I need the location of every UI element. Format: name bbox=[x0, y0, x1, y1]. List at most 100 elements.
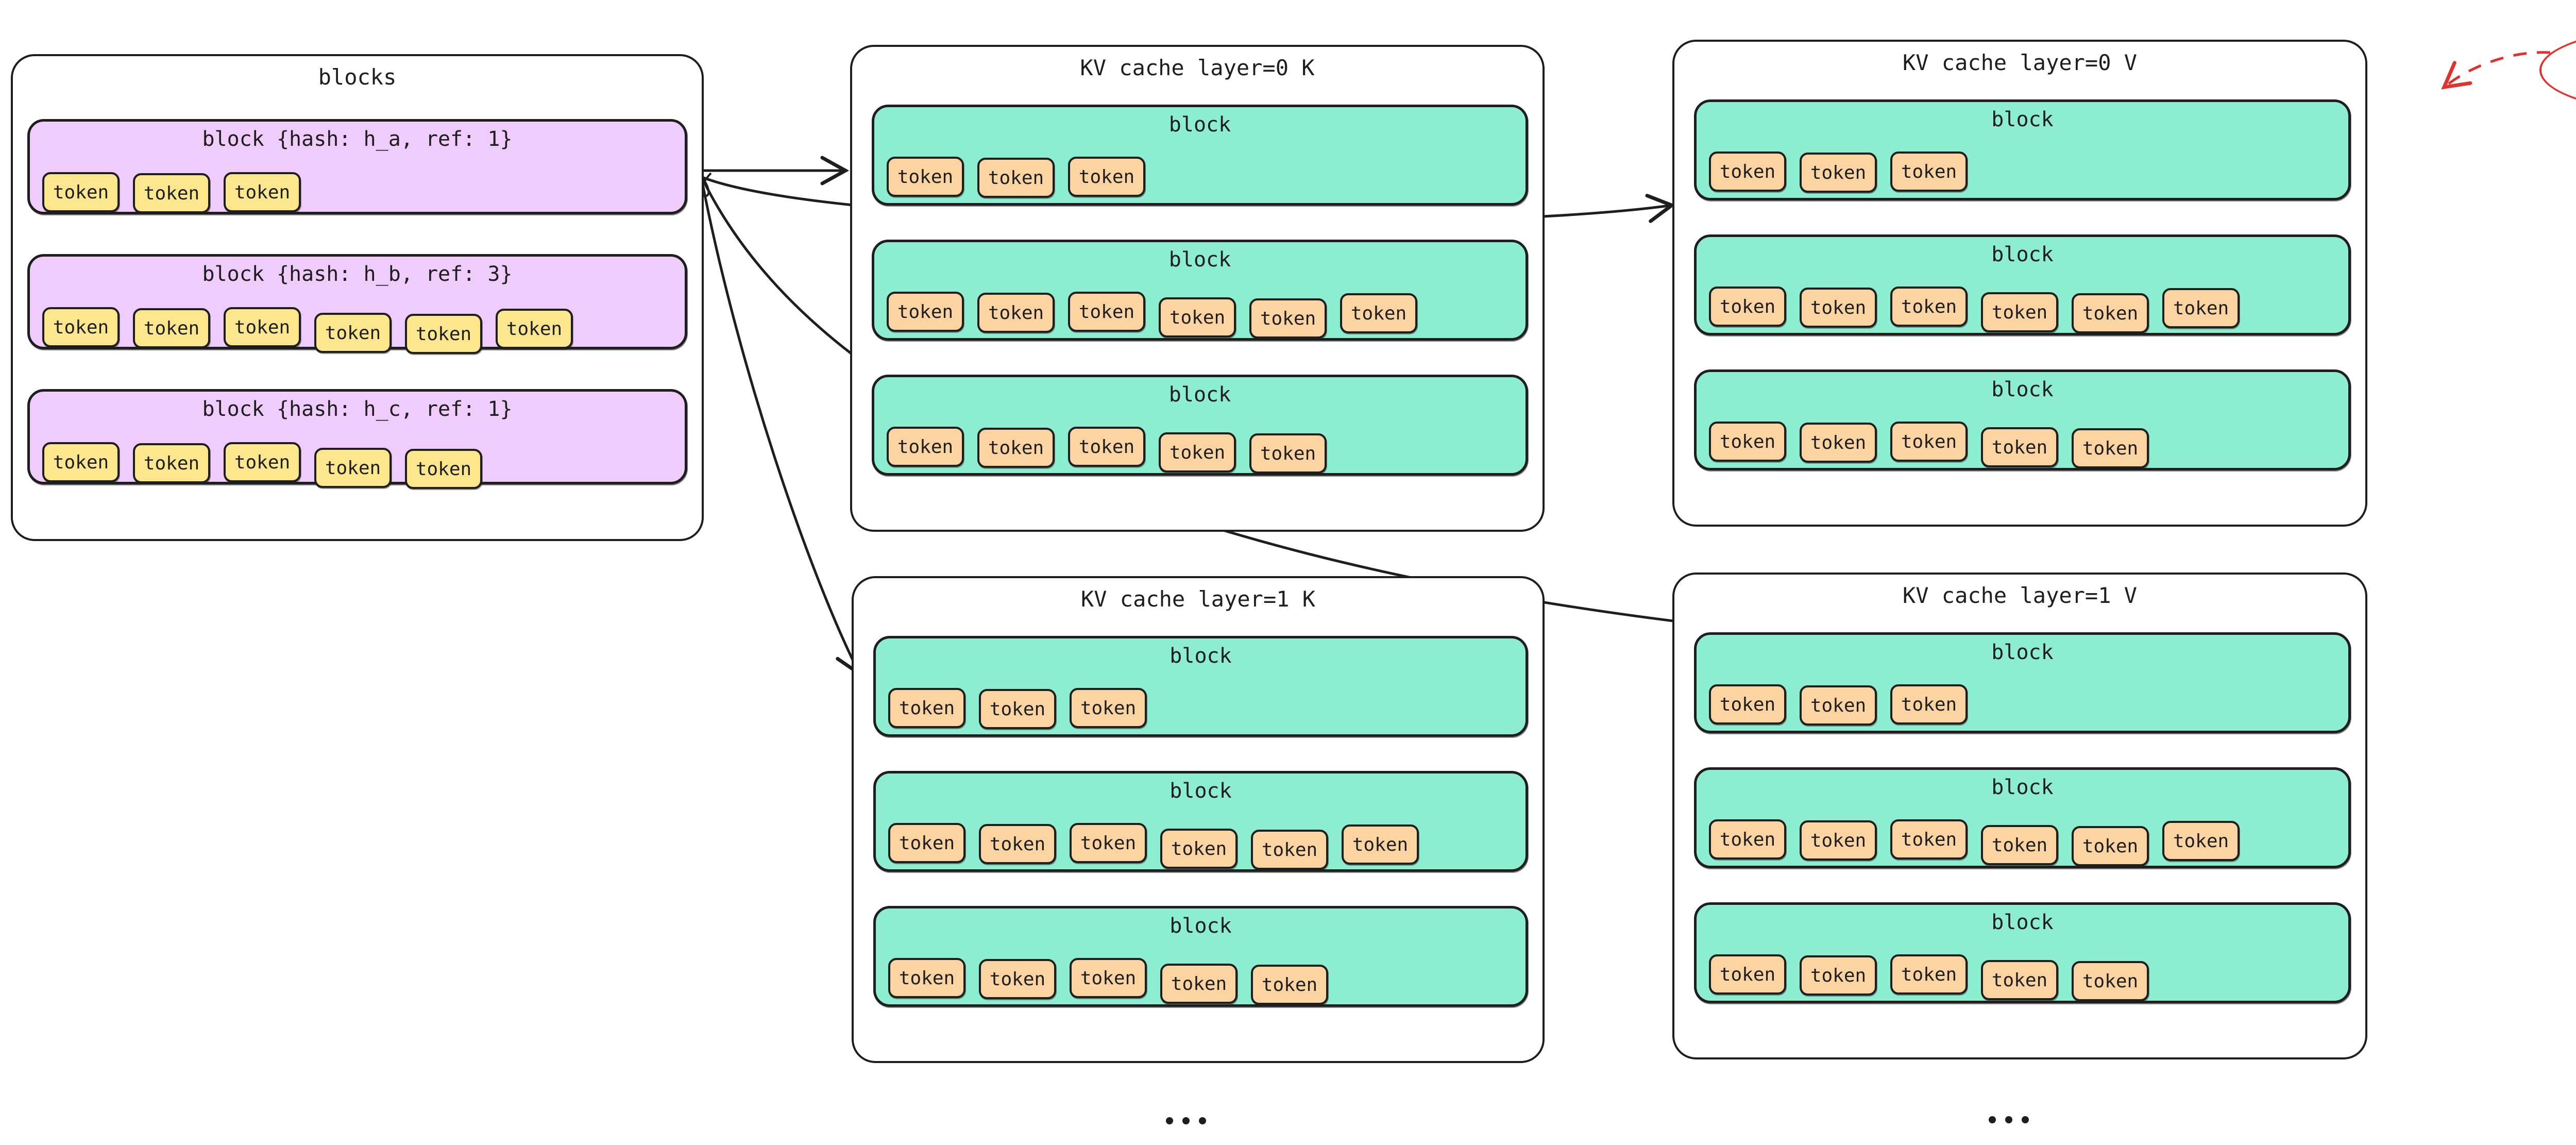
token-chip: token bbox=[1890, 287, 1968, 327]
token-row: token token token bbox=[887, 157, 1145, 198]
token-chip: token bbox=[888, 688, 965, 728]
token-chip: token bbox=[887, 427, 964, 467]
token-chip: token bbox=[1890, 684, 1968, 725]
block-label: block bbox=[1170, 644, 1232, 668]
block-label: block bbox=[1991, 108, 2054, 131]
token-chip: token bbox=[2162, 821, 2240, 861]
token-chip: token bbox=[1159, 432, 1236, 473]
ellipsis-more-layers-v bbox=[1989, 1116, 2029, 1123]
token-chip: token bbox=[1159, 297, 1236, 338]
token-chip: token bbox=[405, 449, 482, 489]
panel-body: block token token token block token token token… bbox=[1694, 99, 2351, 470]
triton-annotation-arrow bbox=[2441, 51, 2551, 90]
block-label: block bbox=[1991, 911, 2054, 934]
token-row: token token token bbox=[1709, 684, 1968, 726]
token-chip: token bbox=[1249, 433, 1327, 474]
block-label: block bbox=[1991, 378, 2054, 401]
token-chip: token bbox=[979, 959, 1056, 999]
token-chip: token bbox=[314, 448, 392, 488]
token-chip: token bbox=[1709, 151, 1786, 192]
block-label: block bbox=[1991, 641, 2054, 664]
token-chip: token bbox=[977, 158, 1055, 198]
token-chip: token bbox=[1981, 960, 2058, 1000]
token-row: token token token token token bbox=[887, 427, 1327, 474]
token-chip: token bbox=[1340, 293, 1417, 333]
token-chip: token bbox=[224, 442, 301, 482]
token-chip: token bbox=[496, 309, 573, 349]
token-chip: token bbox=[1890, 954, 1968, 995]
panel-title: KV cache layer=1 V bbox=[1902, 583, 2138, 608]
token-chip: token bbox=[1070, 823, 1147, 863]
token-chip: token bbox=[1890, 819, 1968, 860]
block-label: block bbox=[1170, 914, 1232, 938]
token-chip: token bbox=[887, 292, 964, 332]
ellipsis-dot bbox=[1166, 1117, 1173, 1124]
ellipsis-dot bbox=[2005, 1116, 2012, 1123]
token-chip: token bbox=[1160, 964, 1238, 1004]
token-chip: token bbox=[2072, 961, 2149, 1001]
token-chip: token bbox=[1800, 288, 1877, 328]
token-chip: token bbox=[314, 313, 392, 353]
token-chip: token bbox=[1251, 830, 1328, 870]
token-chip: token bbox=[1800, 955, 1877, 996]
token-chip: token bbox=[979, 689, 1056, 729]
token-chip: token bbox=[887, 157, 964, 197]
token-row: token token token bbox=[888, 688, 1147, 729]
block-label: block bbox=[1168, 248, 1231, 272]
ellipsis-dot bbox=[1199, 1117, 1206, 1124]
token-chip: token bbox=[977, 428, 1055, 468]
token-chip: token bbox=[1709, 287, 1786, 327]
token-chip: token bbox=[1160, 829, 1238, 869]
panel-title: KV cache layer=1 K bbox=[1080, 586, 1316, 612]
token-chip: token bbox=[1800, 685, 1877, 726]
block-label: block bbox=[1168, 383, 1231, 407]
token-chip: token bbox=[1342, 824, 1419, 865]
block: block token token token bbox=[872, 105, 1528, 206]
ellipsis-dot bbox=[1182, 1117, 1190, 1124]
token-chip: token bbox=[1709, 684, 1786, 725]
block: block token token token token token bbox=[872, 375, 1528, 476]
token-chip: token bbox=[1068, 427, 1145, 467]
panel-title: KV cache layer=0 K bbox=[1080, 55, 1315, 80]
token-chip: token bbox=[2072, 293, 2149, 333]
token-chip: token bbox=[1981, 427, 2058, 467]
block: block token token token bbox=[1694, 632, 2351, 733]
token-chip: token bbox=[42, 442, 120, 482]
triton-annotation-ellipse: Use Triton kernel bbox=[2539, 27, 2576, 113]
block-label: block bbox=[1170, 779, 1232, 803]
panel-title: blocks bbox=[318, 64, 397, 90]
arrow-blocks-to-kv-l1-k bbox=[700, 179, 863, 677]
token-chip: token bbox=[2072, 826, 2149, 866]
token-chip: token bbox=[42, 172, 120, 212]
token-chip: token bbox=[979, 824, 1056, 864]
block-label: block {hash: h_b, ref: 3} bbox=[202, 262, 513, 286]
token-chip: token bbox=[1709, 422, 1786, 462]
token-chip: token bbox=[1800, 820, 1877, 861]
block-label: block bbox=[1168, 113, 1231, 137]
block-label: block bbox=[1991, 776, 2054, 799]
token-chip: token bbox=[977, 293, 1055, 333]
token-chip: token bbox=[1070, 688, 1147, 728]
token-chip: token bbox=[1068, 157, 1145, 197]
panel-title: KV cache layer=0 V bbox=[1902, 50, 2138, 75]
